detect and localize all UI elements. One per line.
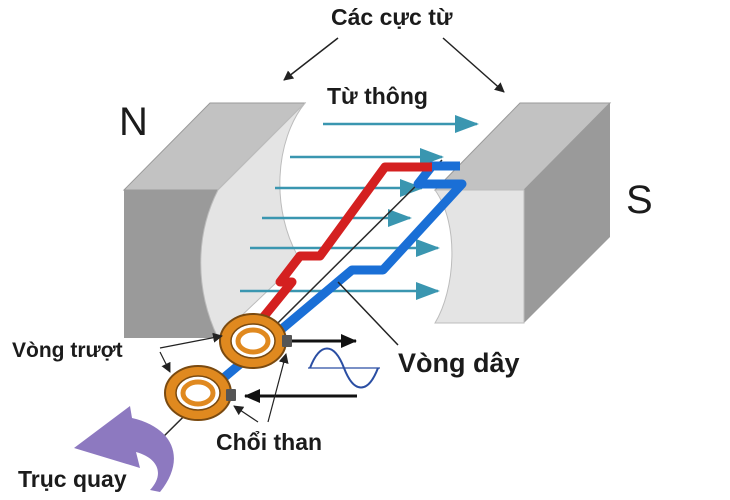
pointer-brushes-1: [267, 353, 289, 423]
slip-rings-label: Vòng trượt: [12, 339, 123, 362]
south-pole-letter: S: [626, 178, 653, 222]
brush-upper: [282, 335, 292, 347]
south-magnet-pole-face: [434, 189, 525, 324]
magnetic-poles-label: Các cực từ: [331, 4, 453, 30]
pointer-slip-rings-1: [159, 332, 223, 349]
rotation-arrow: [74, 406, 174, 492]
pointer-brushes-2: [233, 405, 259, 423]
pointer-coil: [337, 281, 399, 346]
brushes-label: Chổi than: [216, 429, 322, 455]
pointer-slip-rings-2: [159, 351, 171, 373]
north-magnet-front: [124, 190, 218, 338]
coil-label: Vòng dây: [398, 348, 520, 378]
flux-label: Từ thông: [327, 83, 428, 109]
pointer-poles-left: [283, 37, 339, 81]
slip-ring-lower: [164, 365, 232, 421]
coil-red-side: [231, 162, 432, 355]
north-pole-letter: N: [119, 100, 148, 144]
sine-wave: [308, 347, 380, 389]
slip-ring-upper: [219, 313, 287, 369]
pointer-poles-right: [442, 37, 505, 93]
brush-lower: [226, 389, 236, 401]
south-magnet: [433, 102, 612, 324]
south-magnet-side: [524, 103, 610, 323]
shaft-label: Trục quay: [18, 466, 127, 492]
